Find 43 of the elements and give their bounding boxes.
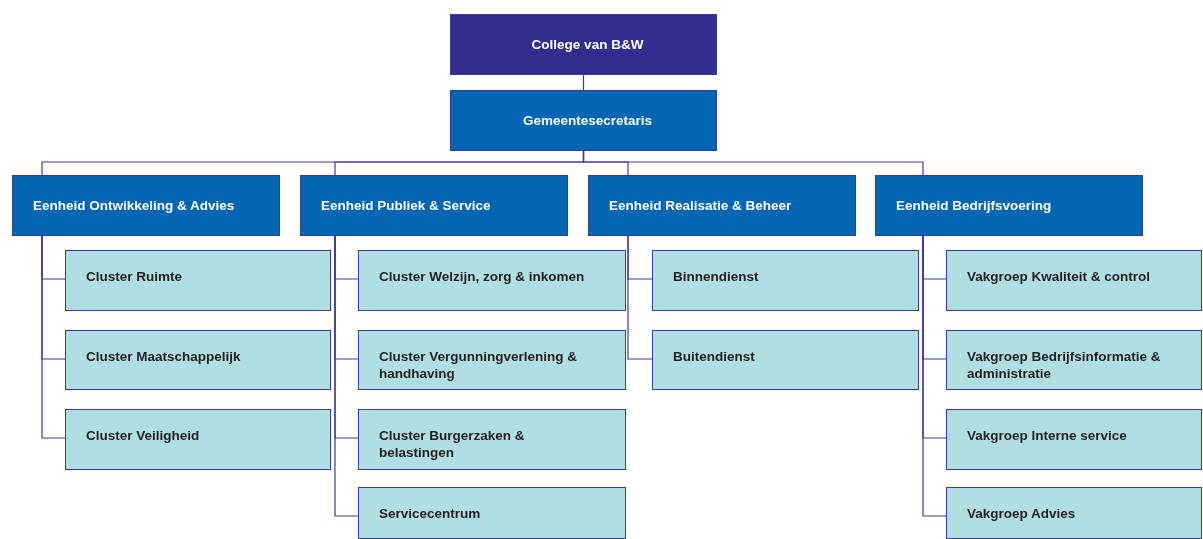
team-box bbox=[946, 409, 1202, 470]
connector-line bbox=[41, 235, 66, 439]
team-box bbox=[652, 250, 919, 311]
box-label: Binnendienst bbox=[673, 268, 759, 285]
team-box bbox=[358, 487, 626, 539]
connector-line bbox=[582, 150, 924, 176]
box-label: College van B&W bbox=[531, 36, 644, 53]
unit-box bbox=[450, 14, 717, 75]
box-label: Vakgroep Interne service bbox=[967, 427, 1127, 444]
connector-line bbox=[922, 235, 947, 517]
team-box bbox=[946, 330, 1202, 390]
unit-box bbox=[450, 90, 717, 151]
box-label: Gemeentesecretaris bbox=[522, 112, 653, 129]
box-label: Cluster Maatschappelijk bbox=[86, 348, 241, 365]
team-box bbox=[946, 487, 1202, 539]
connector-line bbox=[627, 235, 653, 360]
team-box bbox=[358, 330, 626, 390]
box-label: Eenheid Publiek & Service bbox=[321, 197, 491, 214]
connector-line bbox=[334, 235, 359, 517]
box-label: Vakgroep Bedrijfsinformatie & administratie bbox=[967, 348, 1162, 382]
unit-box bbox=[875, 175, 1143, 236]
box-label: Cluster Burgerzaken & belastingen bbox=[379, 427, 526, 461]
unit-box bbox=[588, 175, 856, 236]
box-label: Eenheid Ontwikkeling & Advies bbox=[33, 197, 235, 214]
team-box bbox=[946, 250, 1202, 311]
box-label: Eenheid Realisatie & Beheer bbox=[609, 197, 792, 214]
box-label: Cluster Welzijn, zorg & inkomen bbox=[379, 268, 585, 285]
box-label: Vakgroep Advies bbox=[967, 505, 1076, 522]
team-box bbox=[358, 250, 626, 311]
team-box bbox=[65, 250, 331, 311]
box-label: Cluster Vergunningverlening & handhaving bbox=[379, 348, 579, 382]
box-label: Cluster Veiligheid bbox=[86, 427, 200, 444]
unit-box bbox=[12, 175, 280, 236]
unit-box bbox=[300, 175, 568, 236]
box-label: Cluster Ruimte bbox=[86, 268, 183, 285]
team-box bbox=[652, 330, 919, 390]
team-box bbox=[65, 330, 331, 390]
team-box bbox=[358, 409, 626, 470]
team-box bbox=[65, 409, 331, 470]
box-label: Eenheid Bedrijfsvoering bbox=[896, 197, 1052, 214]
box-label: Servicecentrum bbox=[379, 505, 481, 522]
box-label: Vakgroep Kwaliteit & control bbox=[967, 268, 1151, 285]
box-label: Buitendienst bbox=[673, 348, 755, 365]
